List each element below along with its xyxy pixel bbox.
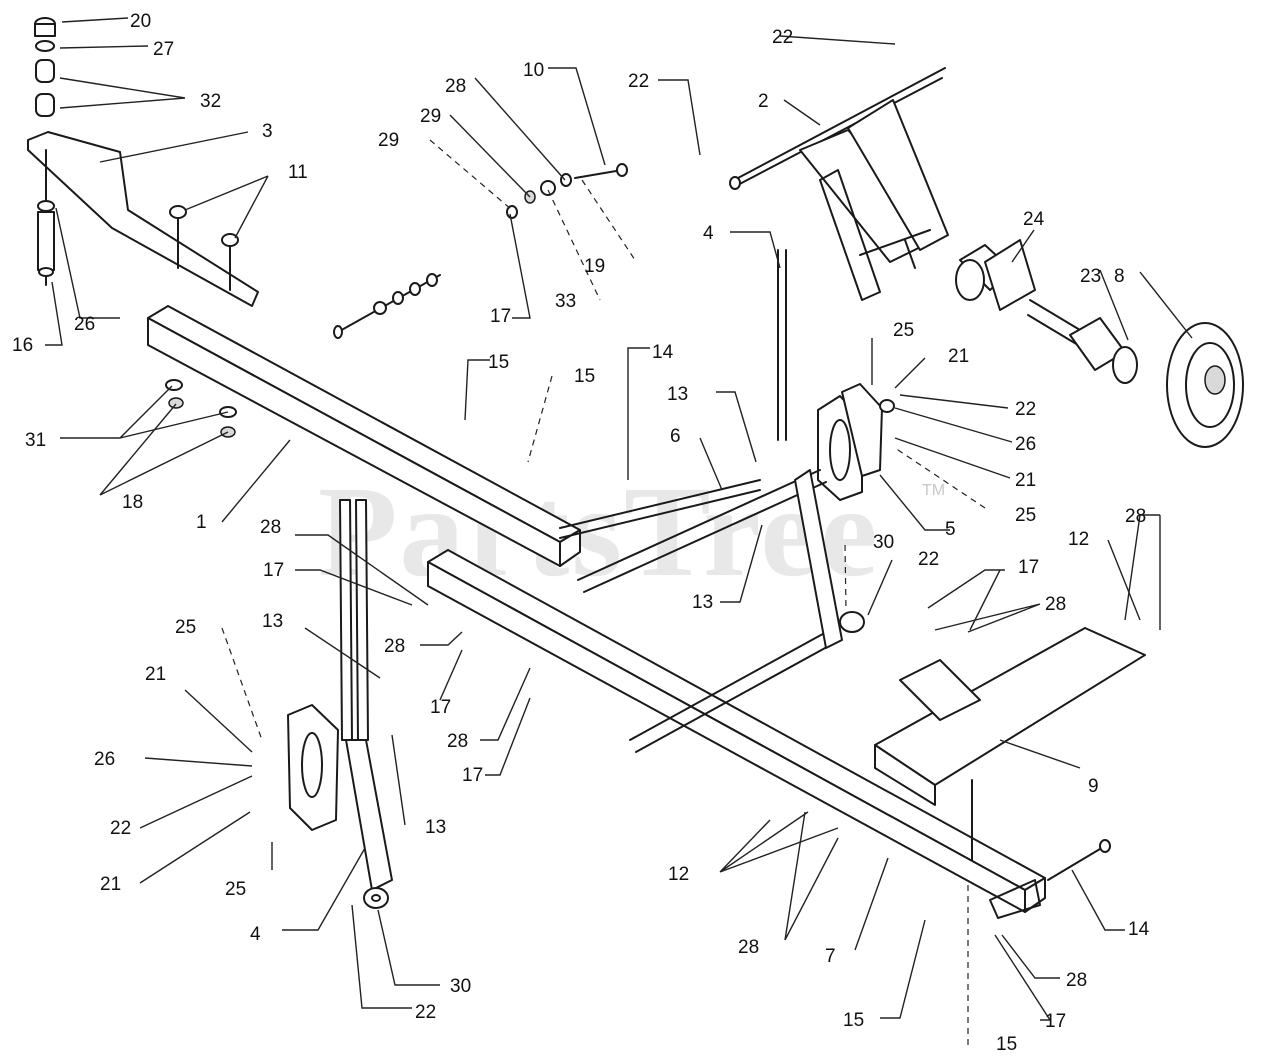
callout: 28 xyxy=(260,517,281,538)
callout: 28 xyxy=(1066,970,1087,991)
callout: 30 xyxy=(450,976,471,997)
callout: 17 xyxy=(490,306,511,327)
callout: 29 xyxy=(378,130,399,151)
callout: 18 xyxy=(122,492,143,513)
callout-labels: 20 27 32 3 11 26 16 31 18 1 28 29 10 29 … xyxy=(12,11,1150,1055)
callout: 11 xyxy=(288,162,308,183)
upper-bracket xyxy=(27,131,259,307)
callout: 28 xyxy=(384,636,405,657)
handle-assembly xyxy=(729,67,949,301)
exploded-view-drawing xyxy=(27,17,1244,919)
callout: 23 xyxy=(1080,266,1101,287)
callout: 3 xyxy=(262,121,273,142)
callout: 22 xyxy=(628,71,649,92)
nuts-and-washers-left xyxy=(165,379,237,438)
callout: 17 xyxy=(1045,1011,1066,1032)
callout: 22 xyxy=(110,818,131,839)
callout: 28 xyxy=(1045,594,1066,615)
pivot-plate-right xyxy=(817,383,895,501)
callout: 16 xyxy=(12,335,33,356)
callout: 13 xyxy=(425,817,446,838)
callout: 25 xyxy=(893,320,914,341)
leader-lines xyxy=(45,17,1193,1045)
callout: 17 xyxy=(462,765,483,786)
callout: 25 xyxy=(1015,505,1036,526)
cross-rail xyxy=(427,549,1046,919)
callout: 30 xyxy=(873,532,894,553)
callout: 21 xyxy=(100,874,121,895)
callout: 32 xyxy=(200,91,221,112)
callout: 21 xyxy=(948,346,969,367)
callout: 6 xyxy=(670,426,681,447)
pivot-plate-left xyxy=(287,704,339,831)
callout: 27 xyxy=(153,39,174,60)
callout: 19 xyxy=(584,256,605,277)
spacer-stack xyxy=(34,17,56,117)
callout: 26 xyxy=(1015,434,1036,455)
washer-left-lower xyxy=(363,887,389,909)
mount-bracket-right xyxy=(874,627,1146,861)
callout: 31 xyxy=(25,430,46,451)
callout: 13 xyxy=(692,592,713,613)
callout: 13 xyxy=(262,611,283,632)
callout: 12 xyxy=(668,864,689,885)
callout: 33 xyxy=(555,291,576,312)
callout: 24 xyxy=(1023,209,1045,230)
frame-rail xyxy=(147,305,581,567)
callout: 14 xyxy=(652,342,674,363)
callout: 15 xyxy=(574,366,595,387)
arm-left xyxy=(339,499,393,891)
rod-right xyxy=(777,249,787,441)
callout: 17 xyxy=(263,560,284,581)
callout: 15 xyxy=(996,1034,1017,1055)
callout: 21 xyxy=(145,664,166,685)
callout: 5 xyxy=(945,519,956,540)
cross-shafts xyxy=(559,469,837,753)
vertical-post xyxy=(37,149,55,286)
arm-right-lower xyxy=(794,469,865,649)
callout: 2 xyxy=(758,91,769,112)
callout: 22 xyxy=(1015,399,1036,420)
callout: 22 xyxy=(918,549,939,570)
callout: 14 xyxy=(1128,919,1150,940)
callout: 29 xyxy=(420,106,441,127)
callout: 28 xyxy=(1125,506,1146,527)
driveshaft-assembly xyxy=(955,239,1244,448)
callout: 28 xyxy=(738,937,759,958)
callout: 22 xyxy=(415,1002,436,1023)
callout: 13 xyxy=(667,384,688,405)
callout: 17 xyxy=(1018,557,1039,578)
bolt-assembly-top xyxy=(506,163,628,219)
callout: 8 xyxy=(1114,266,1125,287)
callout: 17 xyxy=(430,697,451,718)
callout: 26 xyxy=(94,749,115,770)
center-bolt xyxy=(333,273,441,339)
callout: 21 xyxy=(1015,470,1036,491)
callout: 15 xyxy=(488,352,509,373)
callout: 25 xyxy=(225,879,246,900)
callout: 12 xyxy=(1068,529,1089,550)
carriage-bolts xyxy=(169,205,239,291)
callout: 22 xyxy=(772,27,793,48)
callout: 9 xyxy=(1088,776,1099,797)
callout: 1 xyxy=(196,512,207,533)
callout: 15 xyxy=(843,1010,864,1031)
bolt-right-long xyxy=(1047,839,1111,881)
callout: 26 xyxy=(74,314,95,335)
callout: 28 xyxy=(445,76,466,97)
callout: 10 xyxy=(523,60,544,81)
callout: 25 xyxy=(175,617,196,638)
callout: 28 xyxy=(447,731,468,752)
callout: 7 xyxy=(825,946,836,967)
callout: 4 xyxy=(703,223,714,244)
callout: 20 xyxy=(130,11,151,32)
watermark-trademark: TM xyxy=(922,482,945,499)
callout: 4 xyxy=(250,924,261,945)
